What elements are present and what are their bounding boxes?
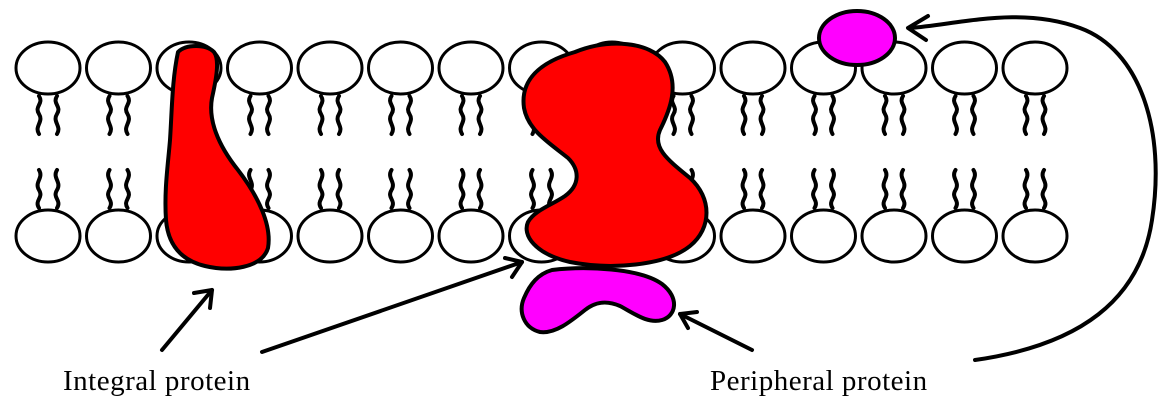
peripheral-protein-bottom	[522, 268, 674, 332]
phospholipid-head-icon	[228, 42, 292, 94]
fatty-acid-tail-icon	[126, 170, 129, 208]
fatty-acid-tail-icon	[954, 170, 957, 208]
fatty-acid-tail-icon	[338, 96, 341, 134]
phospholipid-head-icon	[87, 210, 151, 262]
fatty-acid-tail-icon	[390, 170, 393, 208]
fatty-acid-tail-icon	[902, 170, 905, 208]
fatty-acid-tail-icon	[56, 170, 59, 208]
phospholipid-head-icon	[16, 42, 80, 94]
fatty-acid-tail-icon	[813, 170, 816, 208]
fatty-acid-tail-icon	[108, 96, 111, 134]
fatty-acid-tail-icon	[902, 96, 905, 134]
fatty-acid-tail-icon	[267, 96, 270, 134]
fatty-acid-tail-icon	[479, 170, 482, 208]
fatty-acid-tail-icon	[408, 170, 411, 208]
fatty-acid-tail-icon	[531, 170, 534, 208]
phospholipid-head-icon	[1003, 210, 1067, 262]
fatty-acid-tail-icon	[249, 96, 252, 134]
phospholipid-head-icon	[862, 210, 926, 262]
fatty-acid-tail-icon	[108, 170, 111, 208]
fatty-acid-tail-icon	[972, 170, 975, 208]
fatty-acid-tail-icon	[38, 170, 41, 208]
fatty-acid-tail-icon	[831, 170, 834, 208]
phospholipid-head-icon	[298, 210, 362, 262]
fatty-acid-tail-icon	[743, 170, 746, 208]
phospholipid-head-icon	[933, 210, 997, 262]
fatty-acid-tail-icon	[831, 96, 834, 134]
phospholipid-head-icon	[369, 210, 433, 262]
phospholipid-head-icon	[16, 210, 80, 262]
phospholipid-head-icon	[933, 42, 997, 94]
fatty-acid-tail-icon	[884, 96, 887, 134]
fatty-acid-tail-icon	[954, 96, 957, 134]
peripheral-protein-top	[819, 11, 895, 65]
phospholipid-head-icon	[721, 210, 785, 262]
fatty-acid-tail-icon	[267, 170, 270, 208]
fatty-acid-tail-icon	[461, 170, 464, 208]
fatty-acid-tail-icon	[338, 170, 341, 208]
fatty-acid-tail-icon	[126, 96, 129, 134]
fatty-acid-tail-icon	[1025, 96, 1028, 134]
phospholipid-head-icon	[721, 42, 785, 94]
fatty-acid-tail-icon	[461, 96, 464, 134]
fatty-acid-tail-icon	[1025, 170, 1028, 208]
fatty-acid-tail-icon	[761, 170, 764, 208]
phospholipid-head-icon	[1003, 42, 1067, 94]
phospholipid-head-icon	[369, 42, 433, 94]
phospholipid-head-icon	[439, 42, 503, 94]
fatty-acid-tail-icon	[813, 96, 816, 134]
peripheral-protein-label: Peripheral protein	[710, 365, 928, 397]
arrow-to-center-integral	[262, 258, 522, 352]
fatty-acid-tail-icon	[1043, 96, 1046, 134]
arrow-to-peripheral-bottom	[680, 312, 752, 350]
fatty-acid-tail-icon	[479, 96, 482, 134]
fatty-acid-tail-icon	[743, 96, 746, 134]
phospholipid-head-icon	[87, 42, 151, 94]
fatty-acid-tail-icon	[408, 96, 411, 134]
phospholipid-head-icon	[298, 42, 362, 94]
phospholipid-head-icon	[792, 210, 856, 262]
fatty-acid-tail-icon	[38, 96, 41, 134]
phospholipid-head-icon	[439, 210, 503, 262]
fatty-acid-tail-icon	[320, 170, 323, 208]
arrow-to-left-integral	[162, 290, 212, 350]
fatty-acid-tail-icon	[1043, 170, 1046, 208]
fatty-acid-tail-icon	[690, 96, 693, 134]
integral-protein-label: Integral protein	[63, 365, 251, 397]
fatty-acid-tail-icon	[320, 96, 323, 134]
fatty-acid-tail-icon	[884, 170, 887, 208]
fatty-acid-tail-icon	[390, 96, 393, 134]
fatty-acid-tail-icon	[56, 96, 59, 134]
fatty-acid-tail-icon	[972, 96, 975, 134]
fatty-acid-tail-icon	[761, 96, 764, 134]
